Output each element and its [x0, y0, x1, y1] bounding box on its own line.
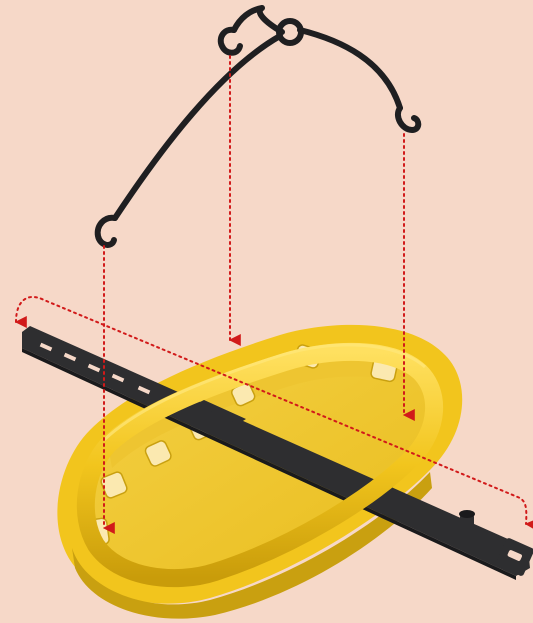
guide-lines — [14, 55, 533, 534]
hanger-ring — [276, 18, 304, 46]
guide-arrow — [14, 295, 533, 531]
strap-peg-top — [459, 510, 475, 518]
basket-bottom-skirt — [72, 472, 432, 619]
hanger-arm-right — [297, 27, 403, 111]
hook-icon — [94, 214, 118, 248]
hook-icon — [394, 105, 422, 133]
hook-icon — [217, 26, 243, 56]
hanger-arm-left — [112, 33, 283, 221]
wire-hanger — [94, 5, 422, 248]
strap-buckle-slot — [507, 550, 522, 561]
hanger-arm-top — [231, 5, 285, 35]
